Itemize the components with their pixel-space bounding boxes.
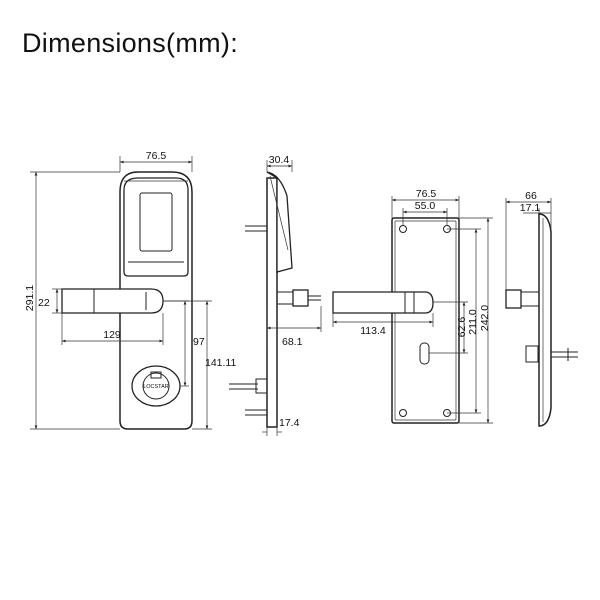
front-width-label: 76.5 — [146, 150, 167, 162]
back-side-handle-stub — [505, 289, 522, 309]
front-view: LOCSTAR 76.5 291.1 22 129 97 141.11 — [24, 150, 236, 430]
back-side-depth-label: 66 — [525, 190, 537, 202]
side-handle-projection-label: 68.1 — [282, 336, 303, 348]
front-handle-length-label: 129 — [103, 329, 121, 341]
side-plate — [266, 177, 278, 428]
side-depth-label: 30.4 — [269, 154, 290, 166]
back-height-label: 242.0 — [479, 305, 491, 331]
back-plate — [391, 217, 460, 424]
back-spacing-b-label: 211.0 — [467, 309, 479, 335]
front-height-label: 291.1 — [24, 285, 36, 311]
page-title: Dimensions(mm): — [22, 28, 239, 58]
back-screw-hole — [399, 409, 407, 417]
side-view: 30.4 68.1 17.4 — [229, 154, 322, 436]
back-side-view: 66 17.1 — [505, 190, 578, 427]
back-handle-length-label: 113.4 — [360, 325, 386, 337]
back-view: 76.5 55.0 113.4 62.6 211.0 242.0 — [332, 188, 493, 424]
back-key-slot — [419, 342, 430, 365]
back-side-plate-thickness-label: 17.1 — [520, 202, 541, 214]
back-width-label: 76.5 — [416, 188, 437, 200]
front-plate-outline — [119, 171, 193, 430]
front-handle-to-bottom-label: 141.11 — [205, 357, 236, 369]
front-handle-thickness-label: 22 — [38, 297, 50, 309]
back-spacing-a-label: 62.6 — [456, 317, 468, 338]
side-base-thickness-label: 17.4 — [279, 417, 300, 429]
back-hole-spacing-label: 55.0 — [415, 200, 436, 212]
brand-mark: LOCSTAR — [143, 384, 169, 390]
back-screw-hole — [399, 225, 407, 233]
side-handle-end — [292, 289, 309, 307]
back-lever-handle — [332, 291, 434, 314]
front-lever-handle — [61, 288, 164, 314]
front-card-reader-window — [139, 192, 173, 252]
side-reader-profile — [266, 171, 293, 273]
back-side-plate — [538, 213, 552, 427]
front-handle-to-cylinder-label: 97 — [193, 336, 205, 348]
